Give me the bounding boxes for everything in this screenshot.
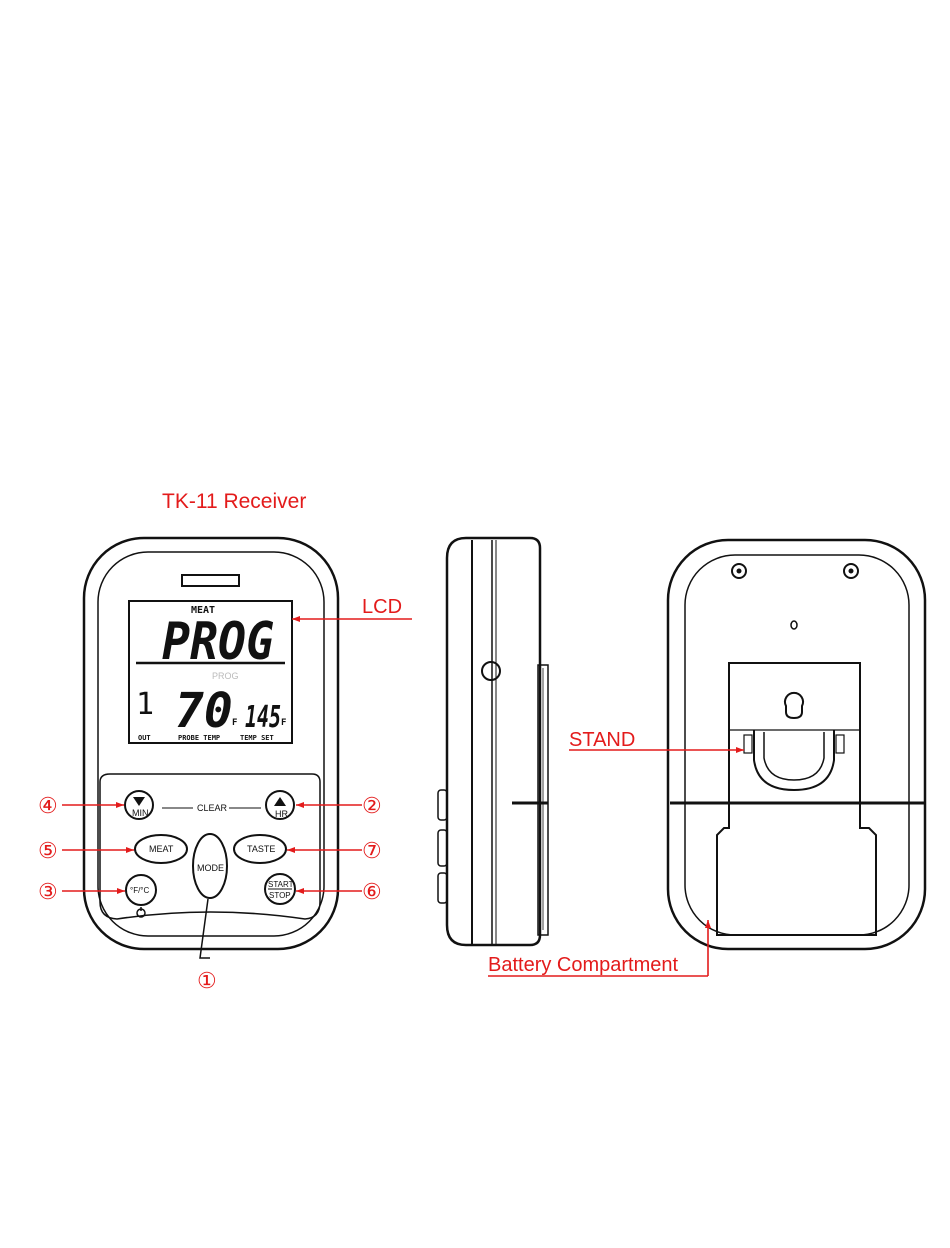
lcd-arrow-icon [292, 616, 300, 622]
lcd-sub-label: PROG [212, 671, 239, 681]
lcd-bottom-left: OUT [138, 734, 151, 742]
meat-label: MEAT [149, 844, 174, 854]
lcd-bottom-right: TEMP SET [240, 734, 274, 742]
side-port-icon [482, 662, 500, 680]
marker-1: ① [197, 968, 217, 993]
lcd-left-digit: 1 [136, 687, 154, 722]
down-arrow-icon [133, 797, 145, 806]
marker-7-arrow-icon [287, 847, 295, 853]
marker-2: ② [362, 793, 382, 818]
stand-arrow-icon [736, 747, 744, 753]
keyhole-icon [785, 693, 803, 718]
screw-right-center [849, 569, 854, 574]
marker-4-arrow-icon [116, 802, 124, 808]
battery-arrow-icon [705, 920, 711, 928]
clear-label: CLEAR [197, 803, 228, 813]
marker-3: ③ [38, 879, 58, 904]
marker-7: ⑦ [362, 838, 382, 863]
lcd-bottom-mid: PROBE TEMP [178, 734, 220, 742]
start-label: START [268, 880, 294, 889]
front-view: MEAT PROG PROG 1 70 F 145 F OUT PROBE TE… [84, 538, 338, 949]
marker-6-arrow-icon [296, 888, 304, 894]
hr-label: HR [275, 809, 288, 819]
side-view [438, 538, 548, 945]
stop-label: STOP [269, 891, 291, 900]
side-button-1 [438, 790, 447, 820]
stand-tab-right [836, 735, 844, 753]
marker-2-arrow-icon [296, 802, 304, 808]
stand-hinge-cutout-inner [764, 732, 824, 780]
speaker-slot [182, 575, 239, 586]
back-callouts: STAND Battery Compartment [488, 729, 744, 976]
marker-5-arrow-icon [126, 847, 134, 853]
stand-plate [717, 663, 876, 935]
stand-callout-label: STAND [569, 729, 635, 751]
back-pinhole-icon [791, 621, 797, 629]
up-arrow-icon [274, 797, 286, 806]
lcd-set-unit: F [281, 718, 286, 728]
back-view [668, 540, 925, 949]
lcd-callout-label: LCD [362, 596, 402, 618]
min-label: MIN [132, 808, 149, 818]
diagram-title: TK-11 Receiver [162, 490, 306, 513]
screw-left-center [737, 569, 742, 574]
taste-label: TASTE [247, 844, 275, 854]
lcd-set-temp: 145 [245, 700, 281, 735]
lcd-probe-unit: F [232, 718, 237, 728]
marker-5: ⑤ [38, 838, 58, 863]
marker-4: ④ [38, 793, 58, 818]
unit-label: °F/°C [130, 886, 150, 895]
stand-tab-left [744, 735, 752, 753]
battery-callout-label: Battery Compartment [488, 954, 679, 976]
marker-6: ⑥ [362, 879, 382, 904]
marker-3-arrow-icon [117, 888, 125, 894]
back-outer-shell [668, 540, 925, 949]
side-button-3 [438, 873, 447, 903]
mode-label: MODE [197, 863, 224, 873]
side-button-2 [438, 830, 447, 866]
stand-hinge-cutout [754, 730, 834, 790]
side-body [447, 538, 540, 945]
lcd-probe-temp: 70 [175, 683, 233, 739]
